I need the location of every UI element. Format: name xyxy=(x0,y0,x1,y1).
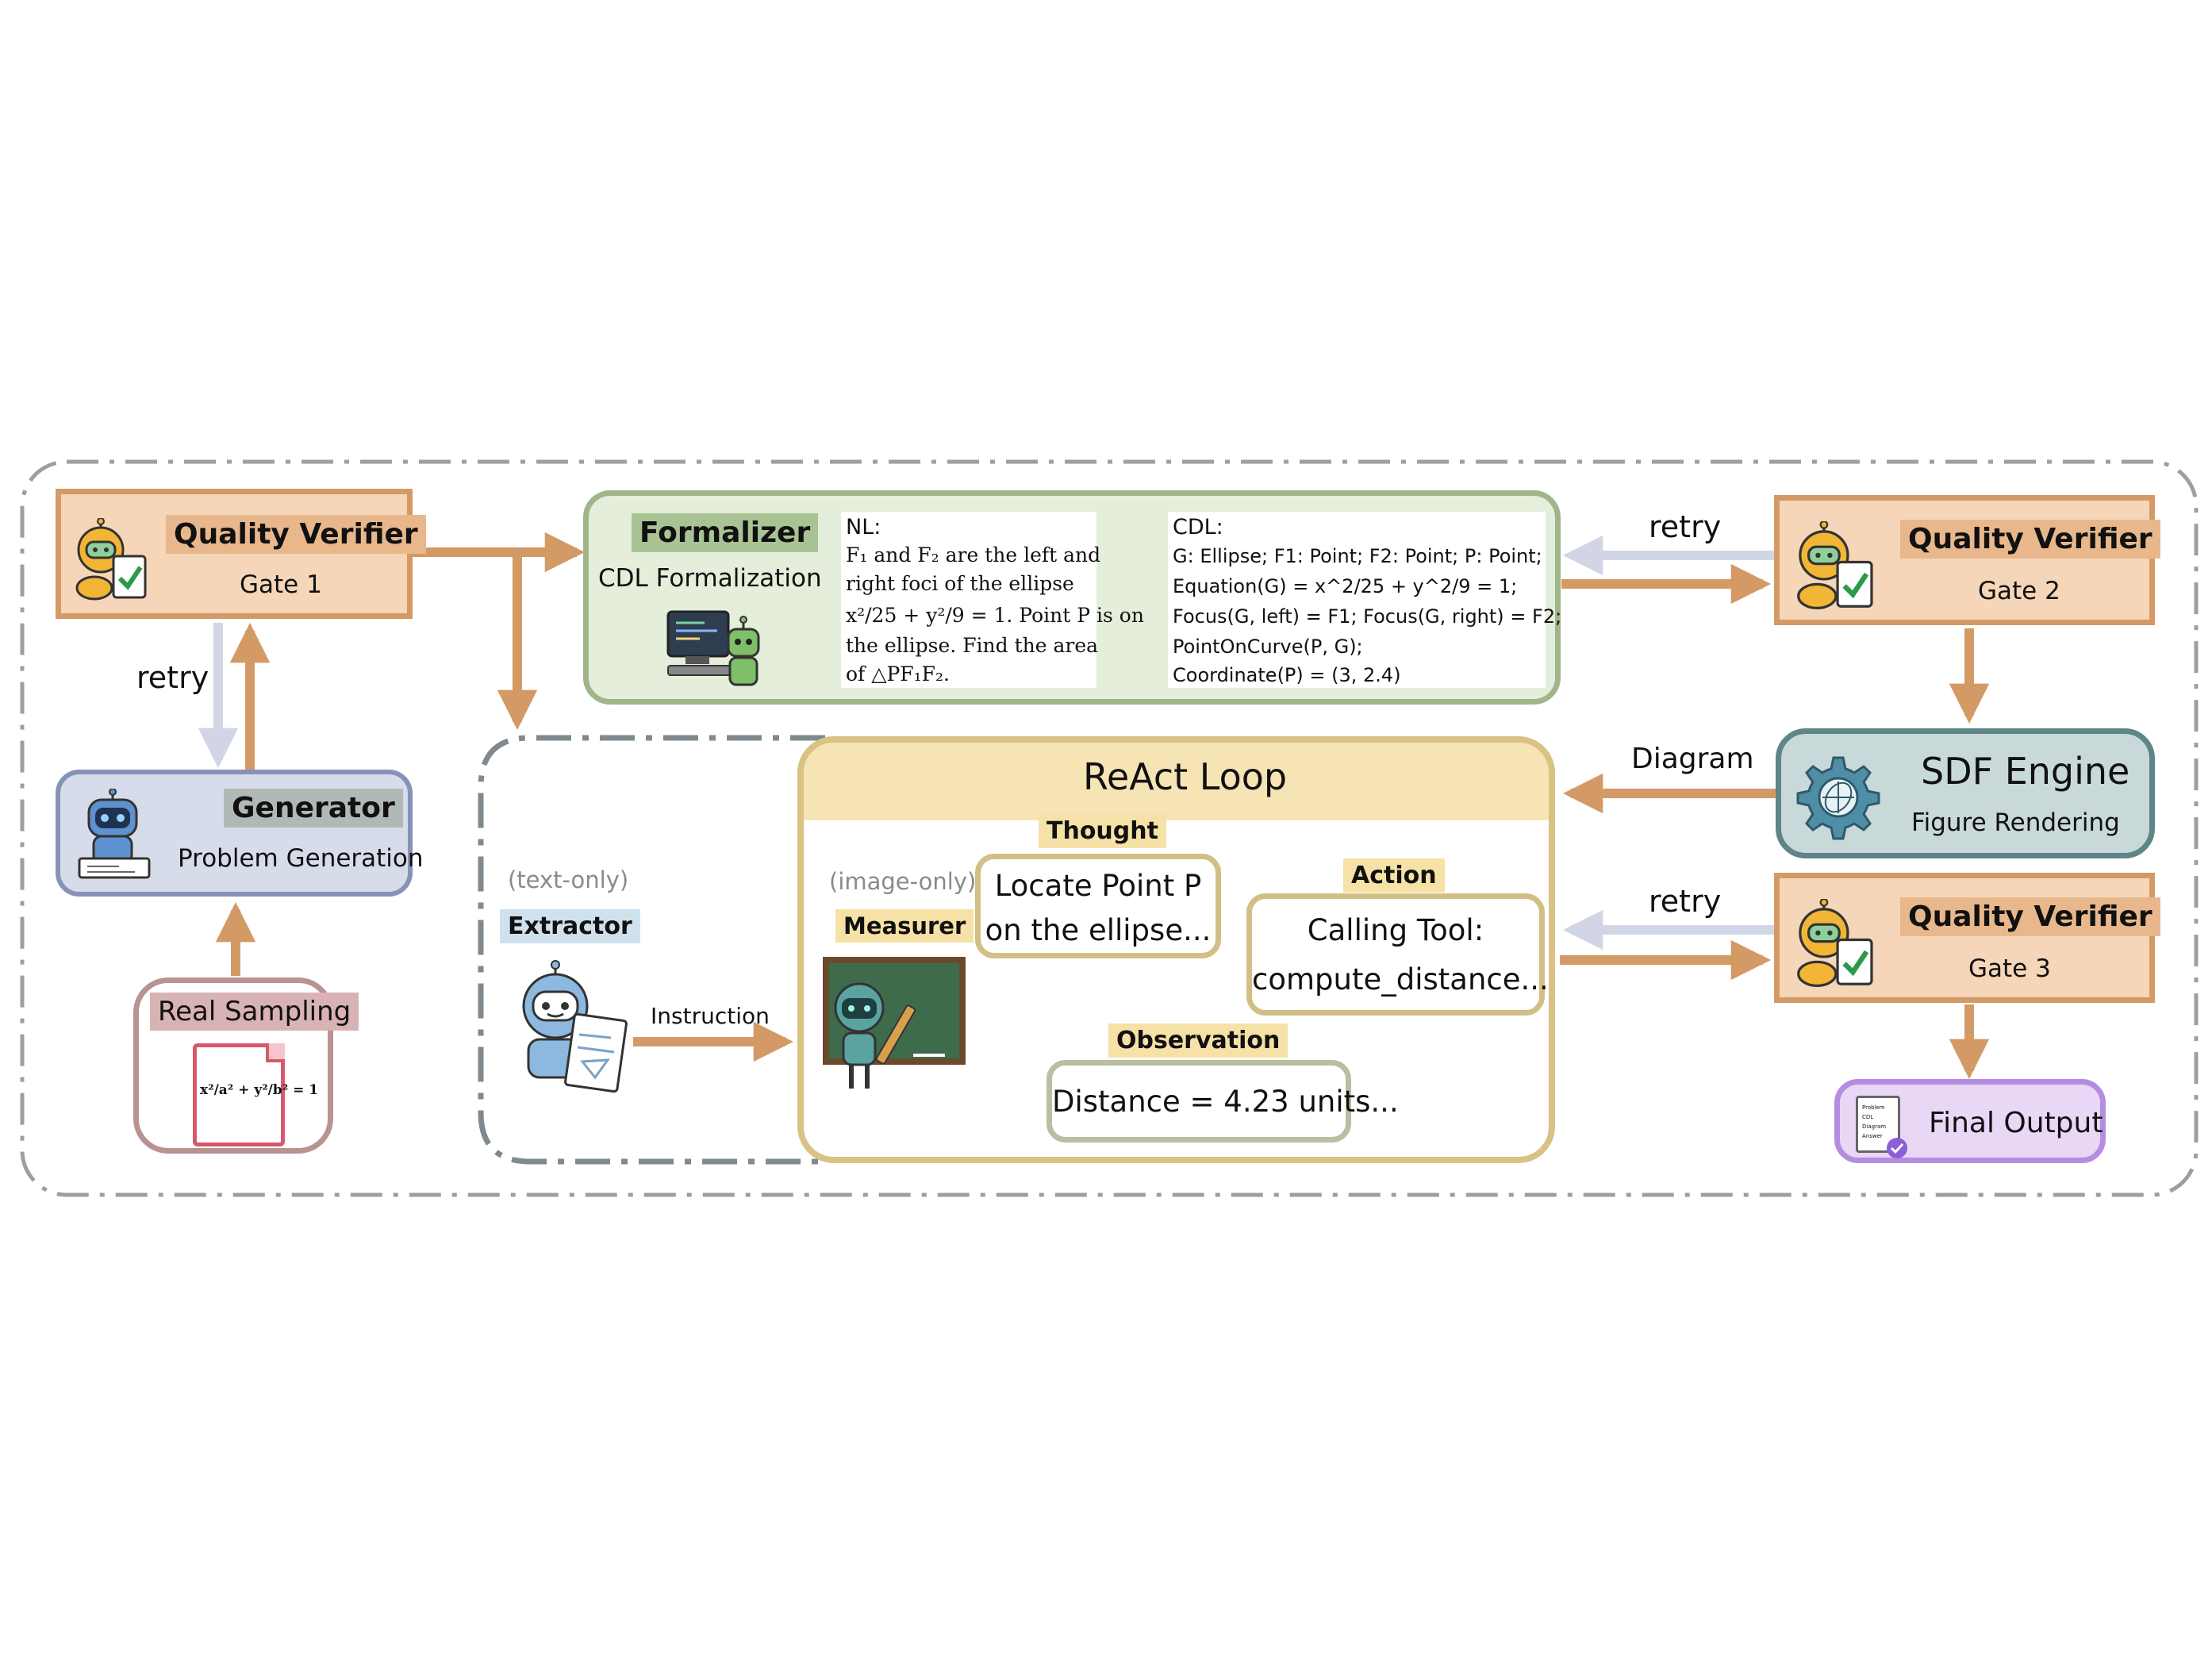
observation-tag: Observation xyxy=(1108,1023,1288,1058)
cdl-line-4: PointOnCurve(P, G); xyxy=(1173,636,1363,658)
output-document-icon: Problem CDL Diagram Answer xyxy=(1856,1096,1907,1158)
agent-region xyxy=(478,735,825,1165)
robot-inspector-icon xyxy=(1797,899,1873,988)
sdf-engine-node: SDF Engine Figure Rendering xyxy=(1776,728,2155,858)
robot-writer-icon xyxy=(78,789,151,879)
instruction-label: Instruction xyxy=(651,1003,770,1029)
gate3-subtitle: Gate 3 xyxy=(1968,954,2051,983)
nl-label: NL: xyxy=(846,515,881,540)
nl-line-1: F₁ and F₂ are the left and xyxy=(846,543,1101,566)
outer-frame xyxy=(20,459,2199,1197)
gate2-subtitle: Gate 2 xyxy=(1978,577,2060,605)
retry-label-gate3: retry xyxy=(1649,884,1722,919)
quality-verifier-gate1: Quality Verifier Gate 1 xyxy=(56,489,426,619)
sdf-title: SDF Engine xyxy=(1921,750,2130,793)
nl-line-2: right foci of the ellipse xyxy=(846,572,1074,595)
cdl-panel: CDL: G: Ellipse; F1: Point; F2: Point; P… xyxy=(1168,512,1561,688)
robot-reader-icon xyxy=(522,960,628,1093)
nl-panel: NL: F₁ and F₂ are the left and right foc… xyxy=(841,512,1144,688)
action-line-2: compute_distance... xyxy=(1252,962,1549,997)
cdl-label: CDL: xyxy=(1173,515,1223,540)
robot-teacher-icon xyxy=(823,957,966,1089)
react-header xyxy=(804,743,1549,820)
sample-formula: x²/a² + y²/b² = 1 xyxy=(200,1082,319,1098)
cdl-line-2: Equation(G) = x^2/25 + y^2/9 = 1; xyxy=(1173,575,1518,597)
gate2-title: Quality Verifier xyxy=(1900,520,2160,559)
computer-robot-icon xyxy=(666,610,760,686)
gear-icon xyxy=(1796,756,1880,840)
quality-verifier-gate3: Quality Verifier Gate 3 xyxy=(1774,873,2160,1003)
diagram-label: Diagram xyxy=(1631,743,1754,775)
thought-step: Locate Point P on the ellipse... xyxy=(975,854,1221,958)
check-badge-icon xyxy=(1887,1138,1907,1158)
retry-label-gate1: retry xyxy=(136,660,209,695)
gate3-title: Quality Verifier xyxy=(1900,897,2160,936)
generator-subtitle: Problem Generation xyxy=(178,844,424,873)
nl-line-5: of △PF₁F₂. xyxy=(846,662,950,685)
generator-node: Generator Problem Generation xyxy=(56,770,424,897)
action-tag: Action xyxy=(1343,858,1445,893)
react-loop-node: ReAct Loop (image-only) Measurer Thought… xyxy=(797,736,1555,1163)
nl-line-3: x²/25 + y²/9 = 1. Point P is on xyxy=(846,604,1144,627)
react-title: ReAct Loop xyxy=(1083,755,1288,798)
observation-text: Distance = 4.23 units... xyxy=(1052,1085,1399,1119)
formalizer-subtitle: CDL Formalization xyxy=(598,564,822,593)
quality-verifier-gate2: Quality Verifier Gate 2 xyxy=(1774,495,2160,625)
sampling-title: Real Sampling xyxy=(150,993,359,1031)
measurer-note: (image-only) xyxy=(829,868,977,895)
action-line-1: Calling Tool: xyxy=(1307,913,1484,947)
extractor-tag: Extractor xyxy=(500,909,640,943)
measurer-tag: Measurer xyxy=(835,909,974,943)
thought-line-2: on the ellipse... xyxy=(985,913,1212,947)
thought-line-1: Locate Point P xyxy=(994,869,1202,903)
nl-line-4: the ellipse. Find the area xyxy=(846,634,1099,657)
cdl-line-5: Coordinate(P) = (3, 2.4) xyxy=(1173,664,1401,686)
thought-tag: Thought xyxy=(1039,814,1166,848)
real-sampling-node: Real Sampling x²/a² + y²/b² = 1 xyxy=(133,977,359,1154)
retry-label-gate2: retry xyxy=(1649,509,1722,544)
extractor-note: (text-only) xyxy=(508,866,629,893)
final-output-node: Problem CDL Diagram Answer Final Output xyxy=(1834,1079,2106,1163)
gate1-subtitle: Gate 1 xyxy=(240,570,322,599)
generator-title: Generator xyxy=(224,789,403,828)
cdl-line-3: Focus(G, left) = F1; Focus(G, right) = F… xyxy=(1173,605,1562,628)
formalizer-node: Formalizer CDL Formalization NL: F₁ and … xyxy=(583,490,1561,705)
doc-line-1: Problem xyxy=(1862,1104,1885,1111)
formalizer-title: Formalizer xyxy=(632,513,819,552)
robot-inspector-icon xyxy=(75,518,147,601)
action-step: Calling Tool: compute_distance... xyxy=(1246,893,1549,1016)
gate1-title: Quality Verifier xyxy=(166,515,426,554)
observation-step: Distance = 4.23 units... xyxy=(1046,1060,1399,1142)
doc-line-2: CDL xyxy=(1862,1114,1874,1120)
doc-line-3: Diagram xyxy=(1862,1123,1887,1130)
doc-line-4: Answer xyxy=(1862,1133,1883,1139)
final-output-label: Final Output xyxy=(1929,1107,2103,1139)
cdl-line-1: G: Ellipse; F1: Point; F2: Point; P: Poi… xyxy=(1173,545,1542,567)
sample-document-icon: x²/a² + y²/b² = 1 xyxy=(193,1043,318,1146)
robot-inspector-icon xyxy=(1797,521,1873,610)
sdf-subtitle: Figure Rendering xyxy=(1911,808,2120,837)
